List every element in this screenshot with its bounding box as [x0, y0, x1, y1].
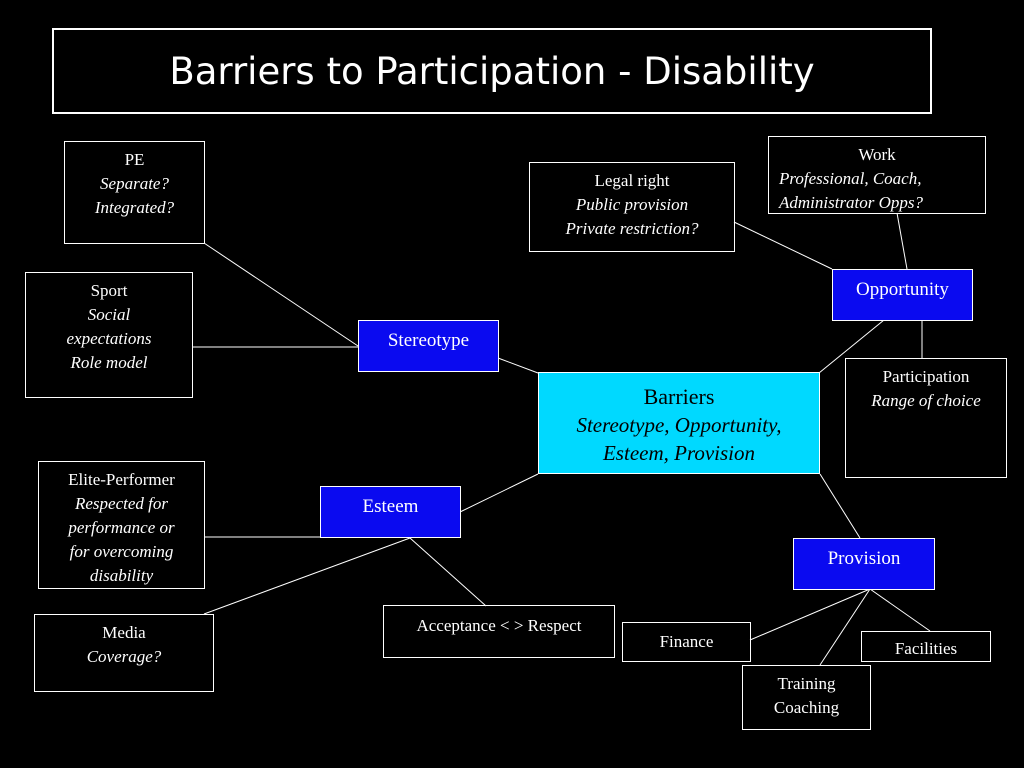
leaf-pe: PE Separate? Integrated?: [64, 141, 205, 244]
leaf-training-coaching: Training Coaching: [742, 665, 871, 730]
leaf-facilities: Facilities: [861, 631, 991, 662]
leaf-sport: Sport Social expectations Role model: [25, 272, 193, 398]
leaf-media: Media Coverage?: [34, 614, 214, 692]
connector-center-esteem: [459, 473, 539, 513]
connector-provision-facilities: [869, 588, 931, 632]
hub-opportunity: Opportunity: [832, 269, 973, 321]
leaf-sport-line-1: Social: [87, 305, 131, 324]
leaf-participation-line-1: Range of choice: [871, 391, 981, 410]
leaf-elite-heading: Elite-Performer: [68, 470, 175, 489]
connector-esteem-acceptance: [409, 537, 487, 607]
hub-provision: Provision: [793, 538, 935, 590]
leaf-sport-line-3: Role model: [70, 353, 148, 372]
leaf-elite-line-4: disability: [89, 566, 154, 585]
leaf-facilities-heading: Facilities: [894, 639, 958, 658]
connector-provision-finance: [749, 588, 871, 641]
leaf-training-line-1: Training: [777, 674, 836, 693]
connector-stereotype-center: [497, 357, 539, 374]
leaf-acceptance-heading: Acceptance < > Respect: [416, 616, 582, 635]
connector-pe-stereotype: [203, 242, 359, 347]
connector-provision-training: [819, 588, 871, 666]
hub-stereotype: Stereotype: [358, 320, 499, 372]
center-sub-line-2: Esteem, Provision: [602, 441, 756, 465]
leaf-work-line-1: Professional, Coach,: [779, 169, 922, 188]
leaf-pe-heading: PE: [124, 150, 145, 169]
leaf-legal-heading: Legal right: [594, 171, 670, 190]
connector-center-provision: [819, 473, 861, 539]
leaf-media-heading: Media: [102, 623, 146, 642]
leaf-finance-heading: Finance: [659, 632, 714, 651]
leaf-participation: Participation Range of choice: [845, 358, 1007, 478]
leaf-work-line-2: Administrator Opps?: [779, 193, 924, 212]
center-sub-line-1: Stereotype, Opportunity,: [576, 413, 782, 437]
leaf-media-line-1: Coverage?: [86, 647, 162, 666]
leaf-work-heading: Work: [858, 145, 896, 164]
center-node-barriers: Barriers Stereotype, Opportunity, Esteem…: [538, 372, 820, 474]
leaf-elite-line-2: performance or: [68, 518, 175, 537]
leaf-acceptance-respect: Acceptance < > Respect: [383, 605, 615, 658]
hub-esteem: Esteem: [320, 486, 461, 538]
leaf-legal-right: Legal right Public provision Private res…: [529, 162, 735, 252]
leaf-pe-line-2: Integrated?: [94, 198, 175, 217]
connector-esteem-media: [203, 537, 411, 615]
leaf-participation-heading: Participation: [882, 367, 970, 386]
connector-opportunity-center: [818, 319, 885, 374]
leaf-sport-line-2: expectations: [66, 329, 152, 348]
leaf-sport-heading: Sport: [90, 281, 128, 300]
leaf-legal-line-1: Public provision: [575, 195, 689, 214]
connector-work-opportunity: [896, 212, 908, 270]
leaf-training-line-2: Coaching: [773, 698, 840, 717]
center-label: Barriers: [643, 384, 715, 409]
leaf-finance: Finance: [622, 622, 751, 662]
leaf-elite-performer: Elite-Performer Respected for performanc…: [38, 461, 205, 589]
leaf-elite-line-1: Respected for: [75, 494, 168, 513]
connector-legal-opportunity: [733, 221, 833, 270]
leaf-pe-line-1: Separate?: [100, 174, 169, 193]
leaf-legal-line-2: Private restriction?: [565, 219, 699, 238]
page-title: Barriers to Participation - Disability: [52, 28, 932, 114]
leaf-elite-line-3: for overcoming: [69, 542, 174, 561]
leaf-work: Work Professional, Coach, Administrator …: [768, 136, 986, 214]
